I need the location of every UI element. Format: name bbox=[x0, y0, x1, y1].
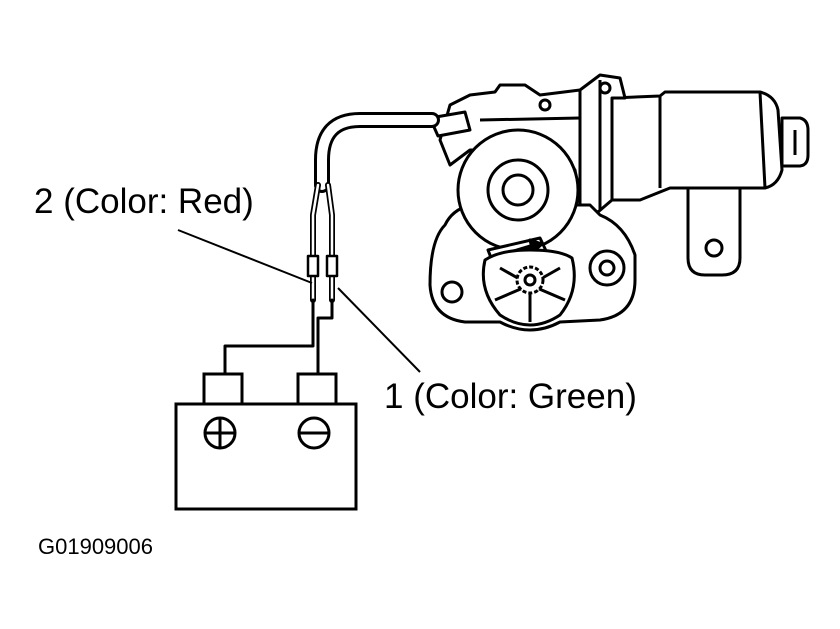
leader-lines bbox=[177, 229, 421, 373]
plate-hole-left bbox=[440, 280, 464, 304]
pin-green bbox=[325, 254, 339, 278]
label-wire-green: 1 (Color: Green) bbox=[384, 377, 637, 416]
window-motor-assembly bbox=[428, 73, 810, 332]
housing-rib bbox=[479, 116, 581, 122]
harness-cable-inner bbox=[317, 115, 437, 190]
housing-bolt bbox=[598, 81, 612, 95]
leader-line-red bbox=[177, 229, 313, 284]
housing-bolt bbox=[538, 98, 552, 112]
leader-line-green bbox=[337, 287, 421, 373]
jumper-to-negative bbox=[316, 298, 334, 377]
pinion-center bbox=[523, 273, 537, 287]
bracket-hole bbox=[704, 238, 724, 258]
figure-code: G01909006 bbox=[38, 534, 153, 559]
motor-end-seam bbox=[758, 91, 767, 189]
battery bbox=[174, 372, 358, 511]
mounting-bracket bbox=[686, 176, 742, 277]
label-wire-red: 2 (Color: Red) bbox=[34, 182, 254, 221]
wiring-harness bbox=[223, 112, 440, 377]
battery-terminal-negative bbox=[296, 372, 338, 406]
battery-terminal-positive bbox=[202, 372, 244, 406]
battery-case bbox=[174, 402, 358, 511]
motor-body bbox=[610, 90, 784, 202]
plate-hole-right-inner bbox=[598, 259, 616, 277]
motor-connector bbox=[428, 110, 472, 138]
worm-wheel-shaft bbox=[501, 173, 535, 207]
jumper-to-positive bbox=[223, 298, 315, 377]
pin-red bbox=[306, 254, 320, 278]
